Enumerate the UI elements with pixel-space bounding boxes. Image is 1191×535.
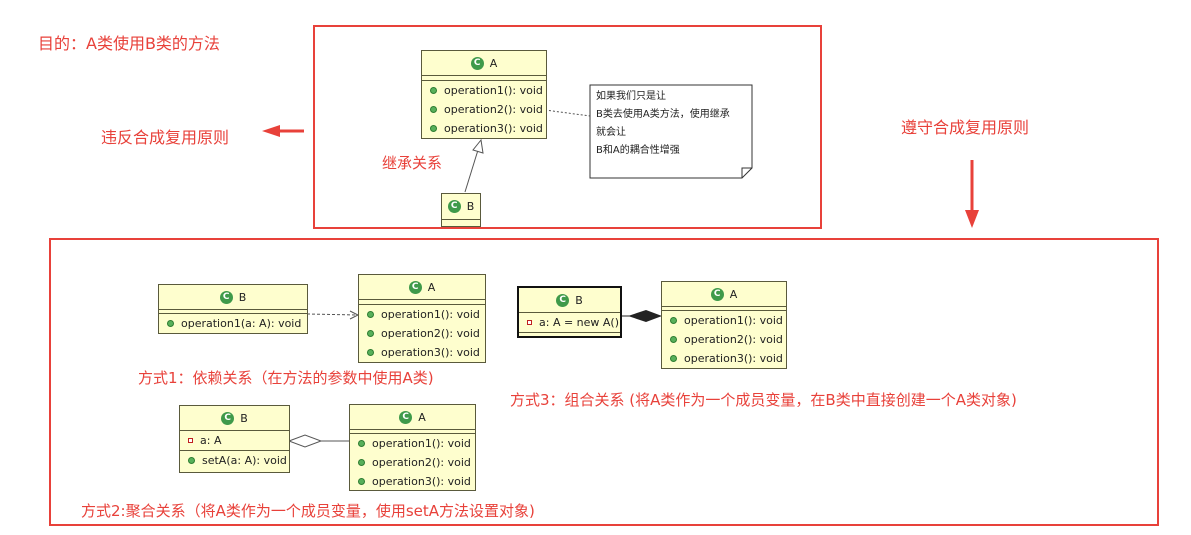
note-line: B和A的耦合性增强	[596, 145, 680, 156]
method-icon	[430, 87, 437, 94]
method-label: operation3(): void	[381, 346, 480, 359]
goal-label: 目的：A类使用B类的方法	[38, 34, 220, 53]
method-icon	[670, 355, 677, 362]
red-arrow-down	[965, 210, 979, 228]
class-icon: C	[408, 280, 422, 294]
class-name: A	[427, 280, 436, 294]
violate-box	[313, 25, 822, 229]
inherit-triangle	[472, 138, 484, 154]
note-line: 如果我们只是让	[596, 91, 666, 102]
red-arrow-left	[262, 125, 280, 137]
method-icon	[430, 106, 437, 113]
field-icon	[527, 320, 532, 325]
aggregation-diamond	[287, 434, 323, 448]
method-icon	[358, 459, 365, 466]
way2-label: 方式2:聚合关系（将A类作为一个成员变量，使用setA方法设置对象)	[81, 502, 535, 520]
class-icon: C	[221, 411, 235, 425]
way1-label: 方式1：依赖关系（在方法的参数中使用A类)	[138, 369, 434, 387]
note: 如果我们只是让 B类去使用A类方法，使用继承 就会让 B和A的耦合性增强	[590, 84, 755, 164]
method-label: operation1(a: A): void	[181, 317, 302, 330]
class-name: A	[489, 56, 498, 70]
class-name: B	[466, 200, 475, 213]
method-label: operation3(): void	[684, 352, 783, 365]
class-name: A	[418, 410, 426, 424]
class-icon: C	[219, 290, 233, 304]
method-label: operation2(): void	[684, 333, 783, 346]
method-icon	[358, 478, 365, 485]
note-anchor-line	[544, 109, 591, 117]
violate-label: 违反合成复用原则	[101, 128, 230, 147]
method-label: operation3(): void	[372, 475, 471, 488]
note-shape	[589, 84, 753, 179]
method-icon	[670, 317, 677, 324]
class-icon: C	[556, 293, 570, 307]
class-name: B	[575, 293, 583, 307]
class-icon: C	[470, 56, 484, 70]
method-icon	[358, 440, 365, 447]
method-label: operation1(): void	[381, 308, 480, 321]
method-icon	[167, 320, 174, 327]
method-label: operation1(): void	[444, 84, 543, 97]
method-icon	[367, 330, 374, 337]
note-line: B类去使用A类方法，使用继承	[596, 109, 730, 120]
method-label: operation1(): void	[684, 314, 783, 327]
field-label: a: A	[200, 434, 222, 447]
method-icon	[188, 457, 195, 464]
class-name: B	[240, 411, 248, 425]
way3-label: 方式3：组合关系 (将A类作为一个成员变量，在B类中直接创建一个A类对象)	[510, 391, 1017, 409]
class-name: B	[238, 290, 247, 304]
class-icon: C	[447, 200, 461, 213]
class-icon: C	[399, 410, 413, 424]
class-name: A	[729, 287, 738, 301]
class-icon: C	[710, 287, 724, 301]
method-icon	[367, 311, 374, 318]
inherit-line	[464, 149, 479, 193]
comply-box	[49, 238, 1159, 526]
composition-diamond	[628, 310, 662, 322]
inherit-label: 继承关系	[382, 154, 443, 172]
comply-label: 遵守合成复用原则	[901, 118, 1030, 137]
method-icon	[430, 125, 437, 132]
method-label: operation1(): void	[372, 437, 471, 450]
method-label: operation2(): void	[444, 103, 543, 116]
method-icon	[670, 336, 677, 343]
method-label: operation2(): void	[372, 456, 471, 469]
dependency-line	[306, 313, 359, 316]
note-line: 就会让	[596, 127, 626, 138]
method-label: setA(a: A): void	[202, 454, 287, 467]
method-label: operation2(): void	[381, 327, 480, 340]
method-label: operation3(): void	[444, 122, 543, 135]
field-label: a: A = new A()	[539, 316, 620, 329]
field-icon	[188, 438, 193, 443]
method-icon	[367, 349, 374, 356]
